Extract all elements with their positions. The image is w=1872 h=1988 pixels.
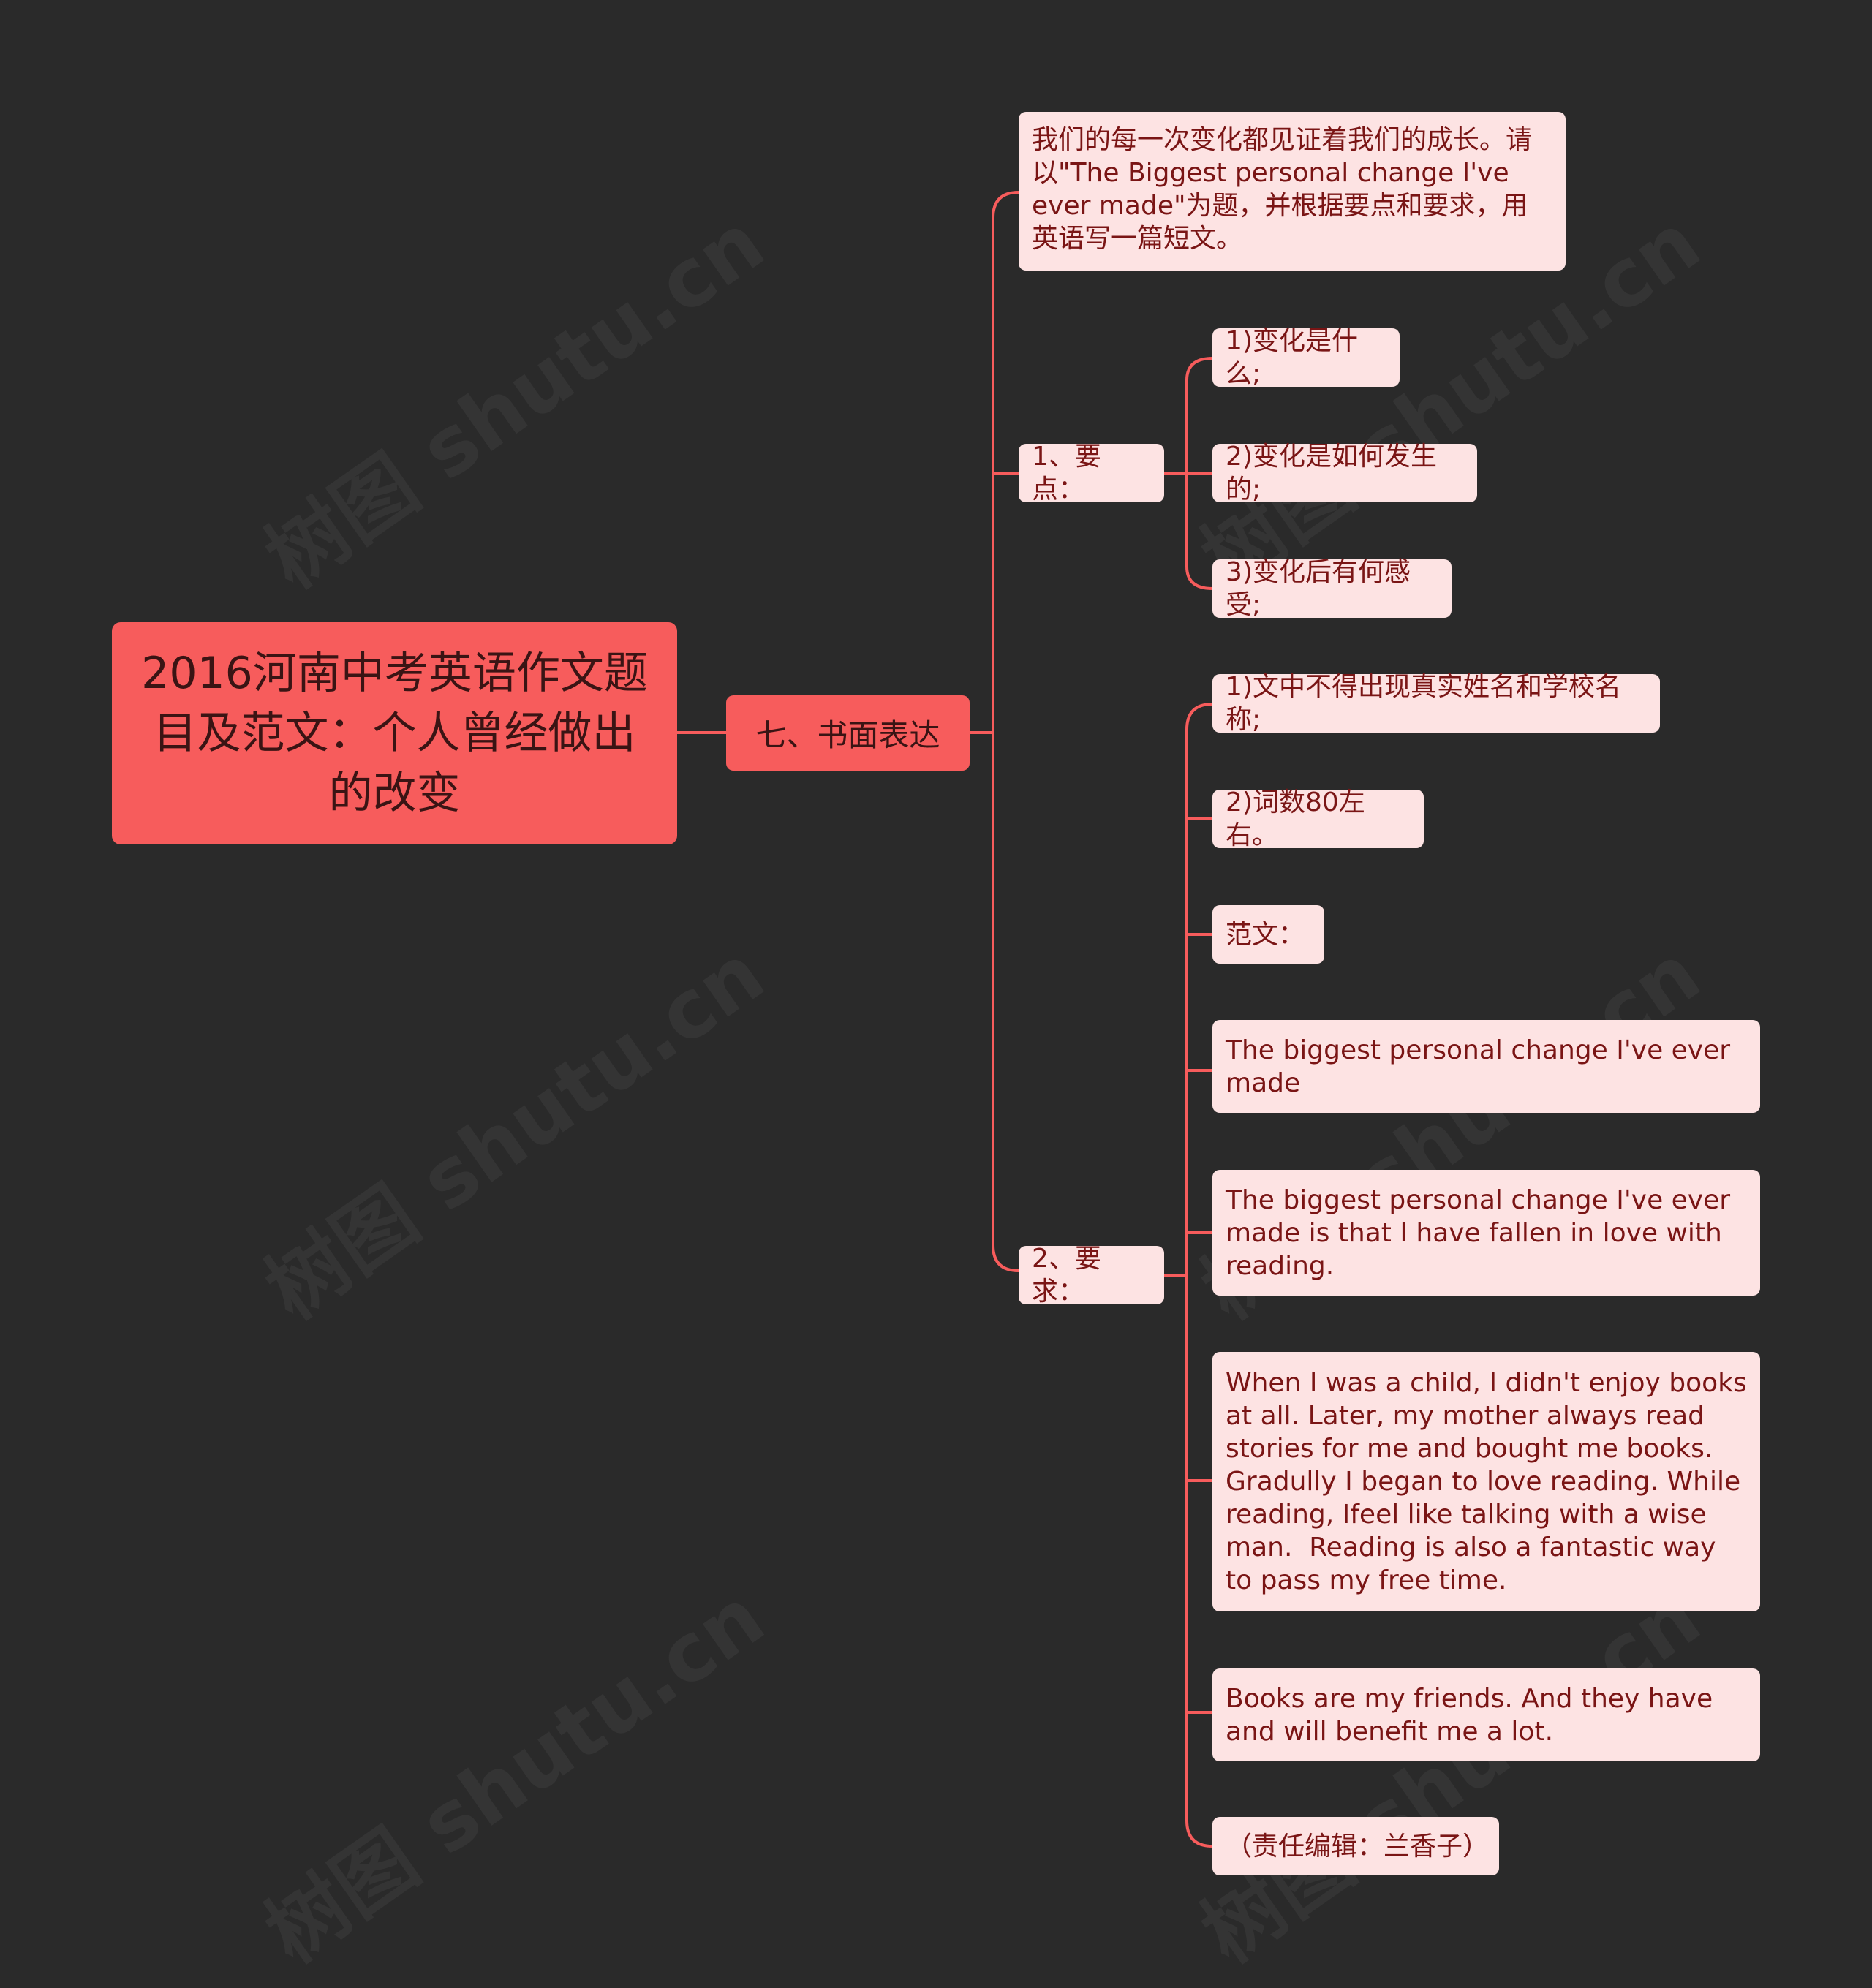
root-node[interactable]: 2016河南中考英语作文题目及范文：个人曾经做出的改变 bbox=[112, 622, 677, 844]
requirement-item-text: 2)词数80左右。 bbox=[1226, 787, 1365, 850]
point-item-text: 3)变化后有何感受; bbox=[1226, 557, 1411, 620]
point-item[interactable]: 1)变化是什么; bbox=[1212, 326, 1400, 389]
branch-label: 七、书面表达 bbox=[755, 717, 940, 753]
requirement-item[interactable]: The biggest personal change I've ever ma… bbox=[1212, 1170, 1760, 1296]
point-item[interactable]: 3)变化后有何感受; bbox=[1212, 557, 1452, 620]
point-item-text: 1)变化是什么; bbox=[1226, 326, 1358, 389]
root-title: 2016河南中考英语作文题目及范文：个人曾经做出的改变 bbox=[141, 648, 648, 819]
point-item[interactable]: 2)变化是如何发生的; bbox=[1212, 442, 1477, 504]
intro-text: 我们的每一次变化都见证着我们的成长。请以"The Biggest persona… bbox=[1032, 125, 1533, 254]
requirements-label: 2、要求： bbox=[1032, 1244, 1101, 1307]
requirement-item[interactable]: 1)文中不得出现真实姓名和学校名称; bbox=[1212, 672, 1660, 735]
requirement-item[interactable]: 范文： bbox=[1212, 905, 1324, 964]
connector-trunk-l2 bbox=[992, 191, 1020, 1272]
requirement-item[interactable]: The biggest personal change I've ever ma… bbox=[1212, 1020, 1760, 1113]
points-node[interactable]: 1、要点： bbox=[1019, 442, 1164, 504]
points-label: 1、要点： bbox=[1032, 442, 1101, 504]
connector-req-items bbox=[1185, 703, 1214, 1848]
requirement-item-text: When I was a child, I didn't enjoy books… bbox=[1226, 1368, 1756, 1595]
point-item-text: 2)变化是如何发生的; bbox=[1226, 442, 1437, 504]
requirement-item[interactable]: Books are my friends. And they have and … bbox=[1212, 1668, 1760, 1761]
requirement-item-text: The biggest personal change I've ever ma… bbox=[1226, 1184, 1739, 1281]
branch-node[interactable]: 七、书面表达 bbox=[726, 695, 970, 771]
requirement-item-text: 范文： bbox=[1226, 919, 1305, 950]
requirement-item-text: （责任编辑：兰香子） bbox=[1226, 1831, 1490, 1862]
requirement-item-text: Books are my friends. And they have and … bbox=[1226, 1683, 1721, 1747]
requirements-node[interactable]: 2、要求： bbox=[1019, 1244, 1164, 1307]
requirement-item[interactable]: When I was a child, I didn't enjoy books… bbox=[1212, 1352, 1760, 1611]
requirement-item[interactable]: 2)词数80左右。 bbox=[1212, 787, 1424, 850]
requirement-item-text: The biggest personal change I've ever ma… bbox=[1226, 1035, 1739, 1098]
intro-node[interactable]: 我们的每一次变化都见证着我们的成长。请以"The Biggest persona… bbox=[1019, 112, 1566, 271]
requirement-item-text: 1)文中不得出现真实姓名和学校名称; bbox=[1226, 672, 1621, 735]
requirement-item[interactable]: （责任编辑：兰香子） bbox=[1212, 1817, 1499, 1875]
